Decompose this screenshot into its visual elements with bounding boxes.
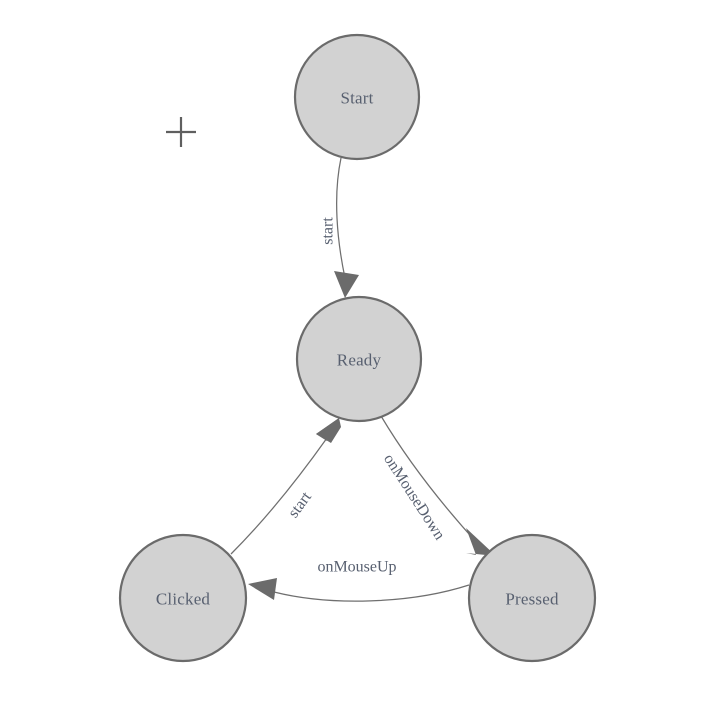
node-pressed[interactable]: Pressed (467, 533, 597, 663)
arrowhead-clicked-to-ready-body (316, 418, 341, 443)
node-circle-ready (295, 295, 423, 423)
arrowhead-pressed-to-clicked (248, 578, 277, 600)
node-label-clicked: Clicked (156, 590, 211, 609)
edge-label-pressed-to-clicked: onMouseUp (317, 559, 396, 576)
node-circle-start (293, 33, 421, 161)
edge-clicked-to-ready[interactable] (230, 418, 341, 555)
edge-pressed-to-clicked[interactable] (248, 578, 470, 602)
arrowhead-start-to-ready (334, 271, 359, 298)
node-circle-clicked (118, 533, 248, 663)
node-label-start: Start (340, 89, 373, 108)
plus-crosshair-icon[interactable] (166, 117, 196, 147)
edge-path-ready-to-pressed (380, 415, 479, 545)
node-circle-pressed (467, 533, 597, 663)
node-start[interactable]: Start (293, 33, 421, 161)
node-ready[interactable]: Ready (295, 295, 423, 423)
arrowhead-ready-to-pressed (466, 528, 496, 556)
node-clicked[interactable]: Clicked (118, 533, 248, 663)
edge-path-start-to-ready (336, 157, 346, 279)
node-label-pressed: Pressed (505, 590, 559, 609)
edge-start-to-ready[interactable] (334, 157, 359, 298)
edge-label-clicked-to-ready: start (285, 488, 315, 521)
edge-path-clicked-to-ready (230, 437, 328, 555)
edge-path-pressed-to-clicked (273, 584, 470, 602)
node-label-ready: Ready (337, 351, 382, 370)
edge-label-start-to-ready: start (320, 217, 337, 245)
edge-ready-to-pressed[interactable] (380, 415, 496, 556)
